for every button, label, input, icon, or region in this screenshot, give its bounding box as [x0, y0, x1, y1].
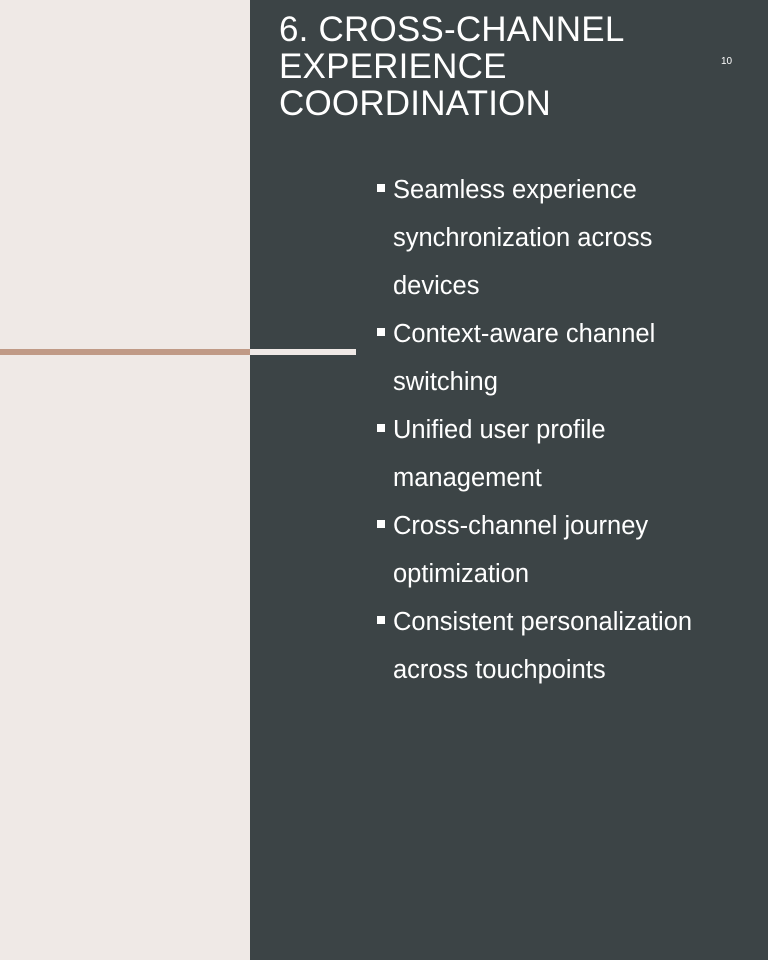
slide-number: 10 — [721, 56, 733, 67]
square-bullet-icon — [377, 184, 385, 192]
accent-divider-line — [0, 349, 250, 355]
square-bullet-icon — [377, 424, 385, 432]
bullet-item: Context-aware channel switching — [374, 310, 724, 406]
square-bullet-icon — [377, 328, 385, 336]
square-bullet-icon — [377, 520, 385, 528]
bullet-item: Unified user profile management — [374, 406, 724, 502]
light-divider-line — [250, 349, 356, 355]
bullet-text: Consistent personalization across touchp… — [393, 608, 693, 684]
bullet-text: Unified user profile management — [393, 416, 606, 492]
right-content-panel — [250, 0, 768, 960]
bullet-item: Seamless experience synchronization acro… — [374, 166, 724, 310]
left-background-panel — [0, 0, 250, 960]
bullet-item: Consistent personalization across touchp… — [374, 598, 724, 694]
bullet-text: Cross-channel journey optimization — [393, 512, 649, 588]
bullet-text: Seamless experience synchronization acro… — [393, 176, 653, 300]
bullet-text: Context-aware channel switching — [393, 320, 656, 396]
square-bullet-icon — [377, 616, 385, 624]
bullet-list: Seamless experience synchronization acro… — [374, 166, 724, 694]
bullet-item: Cross-channel journey optimization — [374, 502, 724, 598]
slide-title: 6. Cross-Channel Experience Coordination — [279, 10, 624, 123]
